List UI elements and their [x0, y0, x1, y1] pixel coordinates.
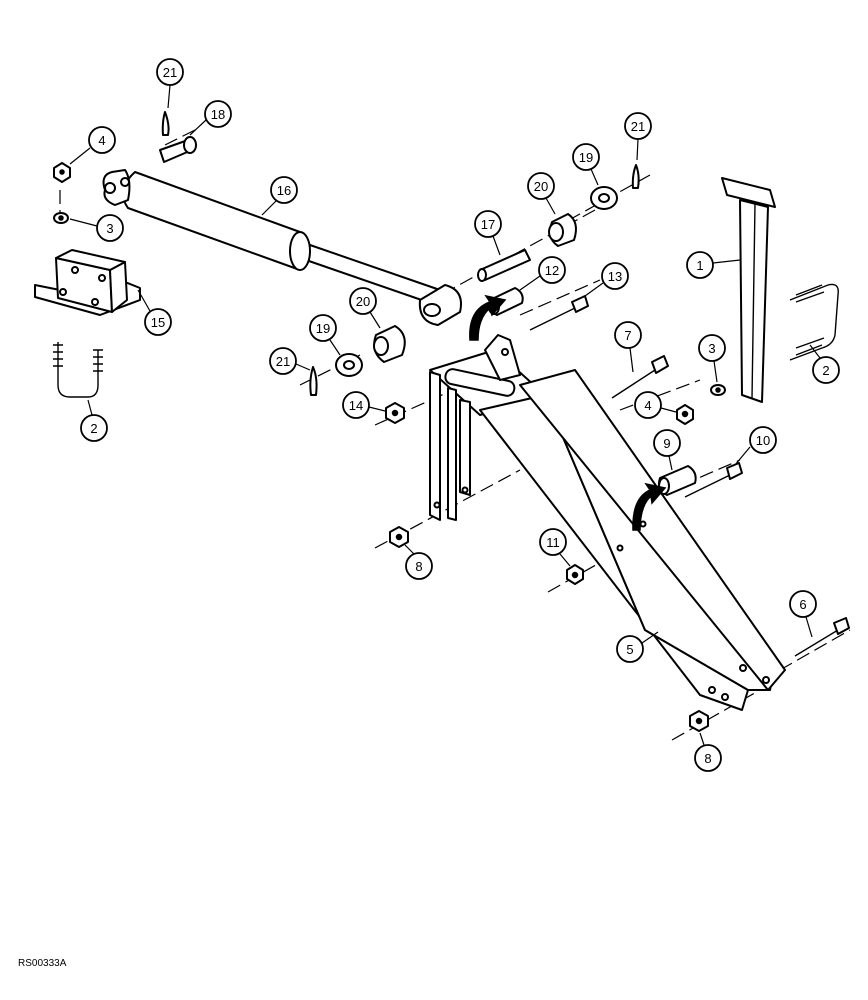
callout-21-right: 21	[624, 112, 652, 161]
part-5-frame-arm	[429, 334, 786, 711]
svg-text:6: 6	[799, 597, 806, 612]
part-21-cotter-pin-left	[309, 366, 318, 396]
callout-4-left: 4	[69, 126, 116, 165]
callout-14: 14	[342, 391, 386, 419]
callout-21-top: 21	[156, 58, 184, 109]
svg-text:2: 2	[822, 363, 829, 378]
part-19-washer-right	[590, 186, 618, 210]
part-6-bolt	[794, 617, 850, 657]
svg-text:3: 3	[708, 341, 715, 356]
svg-text:3: 3	[106, 221, 113, 236]
svg-text:15: 15	[151, 315, 165, 330]
svg-text:1: 1	[696, 258, 703, 273]
callout-20-right: 20	[527, 172, 556, 215]
part-13-bolt	[529, 295, 589, 331]
part-20-spacer-left	[373, 325, 406, 363]
svg-text:21: 21	[276, 354, 290, 369]
callout-11: 11	[539, 528, 571, 567]
callout-6: 6	[789, 590, 817, 638]
part-4-nut-right	[676, 404, 694, 425]
part-18-clevis-pin	[159, 136, 197, 163]
figure-code-label: RS00333A	[18, 958, 67, 969]
part-3-washer-right	[710, 384, 726, 396]
part-8-nut-upper	[389, 526, 409, 548]
callout-3-left: 3	[69, 214, 124, 242]
part-2-u-bolt-right	[789, 283, 839, 361]
callout-21-left: 21	[269, 347, 311, 375]
svg-text:19: 19	[579, 150, 593, 165]
svg-text:19: 19	[316, 321, 330, 336]
svg-text:21: 21	[631, 119, 645, 134]
rotation-arrow-lower	[632, 482, 667, 531]
svg-text:7: 7	[624, 328, 631, 343]
svg-text:10: 10	[756, 433, 770, 448]
part-9-bushing	[657, 465, 697, 496]
svg-text:4: 4	[98, 133, 105, 148]
svg-text:8: 8	[415, 559, 422, 574]
callout-20-left: 20	[349, 287, 381, 329]
callout-5: 5	[616, 631, 659, 663]
svg-text:5: 5	[626, 642, 633, 657]
part-19-washer-left	[335, 353, 363, 377]
rotation-arrow-upper	[469, 294, 507, 341]
part-11-nut	[566, 564, 584, 585]
part-21-cotter-pin-top	[161, 111, 170, 136]
callout-8-lower: 8	[694, 732, 722, 772]
svg-text:17: 17	[481, 217, 495, 232]
svg-text:11: 11	[546, 535, 560, 550]
callout-17: 17	[474, 210, 502, 256]
svg-text:13: 13	[608, 269, 622, 284]
svg-text:4: 4	[644, 398, 651, 413]
part-8-nut-lower	[689, 710, 709, 732]
part-3-washer-left	[53, 212, 69, 224]
part-2-u-bolt-left	[53, 342, 103, 398]
part-14-nut	[385, 402, 405, 424]
svg-text:18: 18	[211, 107, 225, 122]
svg-text:8: 8	[704, 751, 711, 766]
svg-text:12: 12	[545, 263, 559, 278]
svg-text:16: 16	[277, 183, 291, 198]
callout-3-right: 3	[698, 334, 726, 383]
svg-text:9: 9	[663, 436, 670, 451]
svg-text:14: 14	[349, 398, 363, 413]
svg-text:2: 2	[90, 421, 97, 436]
svg-text:20: 20	[534, 179, 548, 194]
part-16-hydraulic-cylinder	[102, 169, 462, 326]
part-15-mount-bracket	[34, 249, 141, 316]
svg-text:20: 20	[356, 294, 370, 309]
callout-16: 16	[261, 176, 298, 216]
callout-15: 15	[137, 289, 172, 336]
callout-19-left: 19	[309, 314, 341, 356]
part-17-pin	[477, 249, 531, 282]
svg-text:21: 21	[163, 65, 177, 80]
part-21-cotter-pin-right	[631, 164, 640, 189]
callout-19-right: 19	[572, 143, 600, 186]
part-20-spacer-right	[548, 213, 577, 247]
callout-4-right: 4	[634, 391, 677, 419]
callout-10: 10	[734, 426, 777, 466]
callout-7: 7	[614, 321, 642, 373]
callout-2-left: 2	[80, 399, 108, 442]
callout-18: 18	[189, 100, 232, 136]
callout-9: 9	[653, 429, 681, 471]
callout-12: 12	[519, 256, 566, 291]
part-1-upright-bracket	[721, 177, 776, 403]
callout-13: 13	[584, 262, 629, 297]
callout-8-upper: 8	[404, 544, 433, 580]
callout-2-right: 2	[809, 344, 840, 384]
part-7-bolt	[611, 355, 669, 399]
part-4-nut-left	[53, 162, 71, 183]
callout-1: 1	[686, 251, 741, 279]
